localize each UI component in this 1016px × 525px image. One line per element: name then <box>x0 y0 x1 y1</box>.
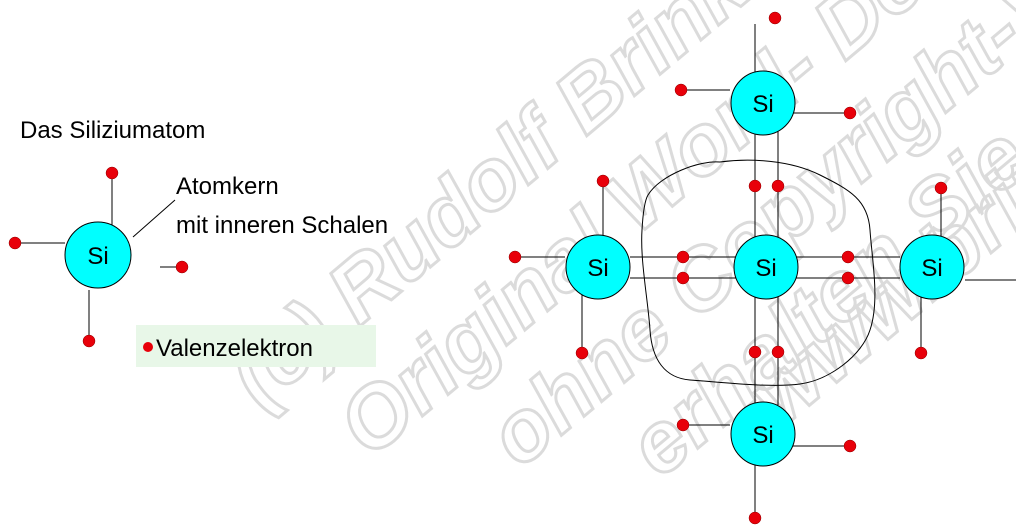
electron-dot <box>748 345 762 359</box>
electron-dot <box>841 250 855 264</box>
atom-symbol: Si <box>755 255 776 282</box>
electron-dot <box>771 179 785 193</box>
legend-background <box>136 325 376 367</box>
electron-dot <box>105 166 119 180</box>
electron-dot <box>575 346 589 360</box>
atom-circle <box>733 234 799 300</box>
atom-symbol: Si <box>752 422 773 449</box>
label-inner-shells: mit inneren Schalen <box>176 212 388 239</box>
electron-dot <box>841 271 855 285</box>
nucleus-circle <box>64 221 132 289</box>
electron-dot <box>748 511 762 525</box>
electron-dot <box>676 418 690 432</box>
electron-dot <box>676 271 690 285</box>
single-atom: Si <box>8 166 189 348</box>
electron-dot <box>508 250 522 264</box>
electron-dot <box>771 345 785 359</box>
label-nucleus: Atomkern <box>176 173 279 200</box>
atom-circle <box>730 70 796 136</box>
legend-label: Valenzelektron <box>156 335 313 362</box>
legend: Valenzelektron <box>136 325 376 367</box>
atom-symbol: Si <box>587 255 608 282</box>
atom-circle <box>565 234 631 300</box>
atom-symbol: Si <box>752 91 773 118</box>
lattice: Si Si Si Si Si <box>508 11 1016 525</box>
electron-dot <box>674 83 688 97</box>
atom-symbol: Si <box>87 243 108 270</box>
electron-dot <box>82 334 96 348</box>
diagram-title: Das Siliziumatom <box>20 117 205 144</box>
unit-cell-outline <box>641 159 876 386</box>
electron-dot <box>596 174 610 188</box>
electron-dot <box>676 250 690 264</box>
electron-dot <box>934 181 948 195</box>
electron-dot <box>843 106 857 120</box>
electron-dot <box>8 236 22 250</box>
electron-dot <box>748 179 762 193</box>
legend-electron-dot <box>143 342 153 352</box>
nucleus-pointer-line <box>132 199 176 238</box>
electron-dot <box>768 11 782 25</box>
atom-circle <box>899 234 965 300</box>
atom-circle <box>730 401 796 467</box>
electron-dot <box>843 439 857 453</box>
electron-dot <box>914 346 928 360</box>
atom-symbol: Si <box>921 255 942 282</box>
electron-dot <box>175 260 189 274</box>
